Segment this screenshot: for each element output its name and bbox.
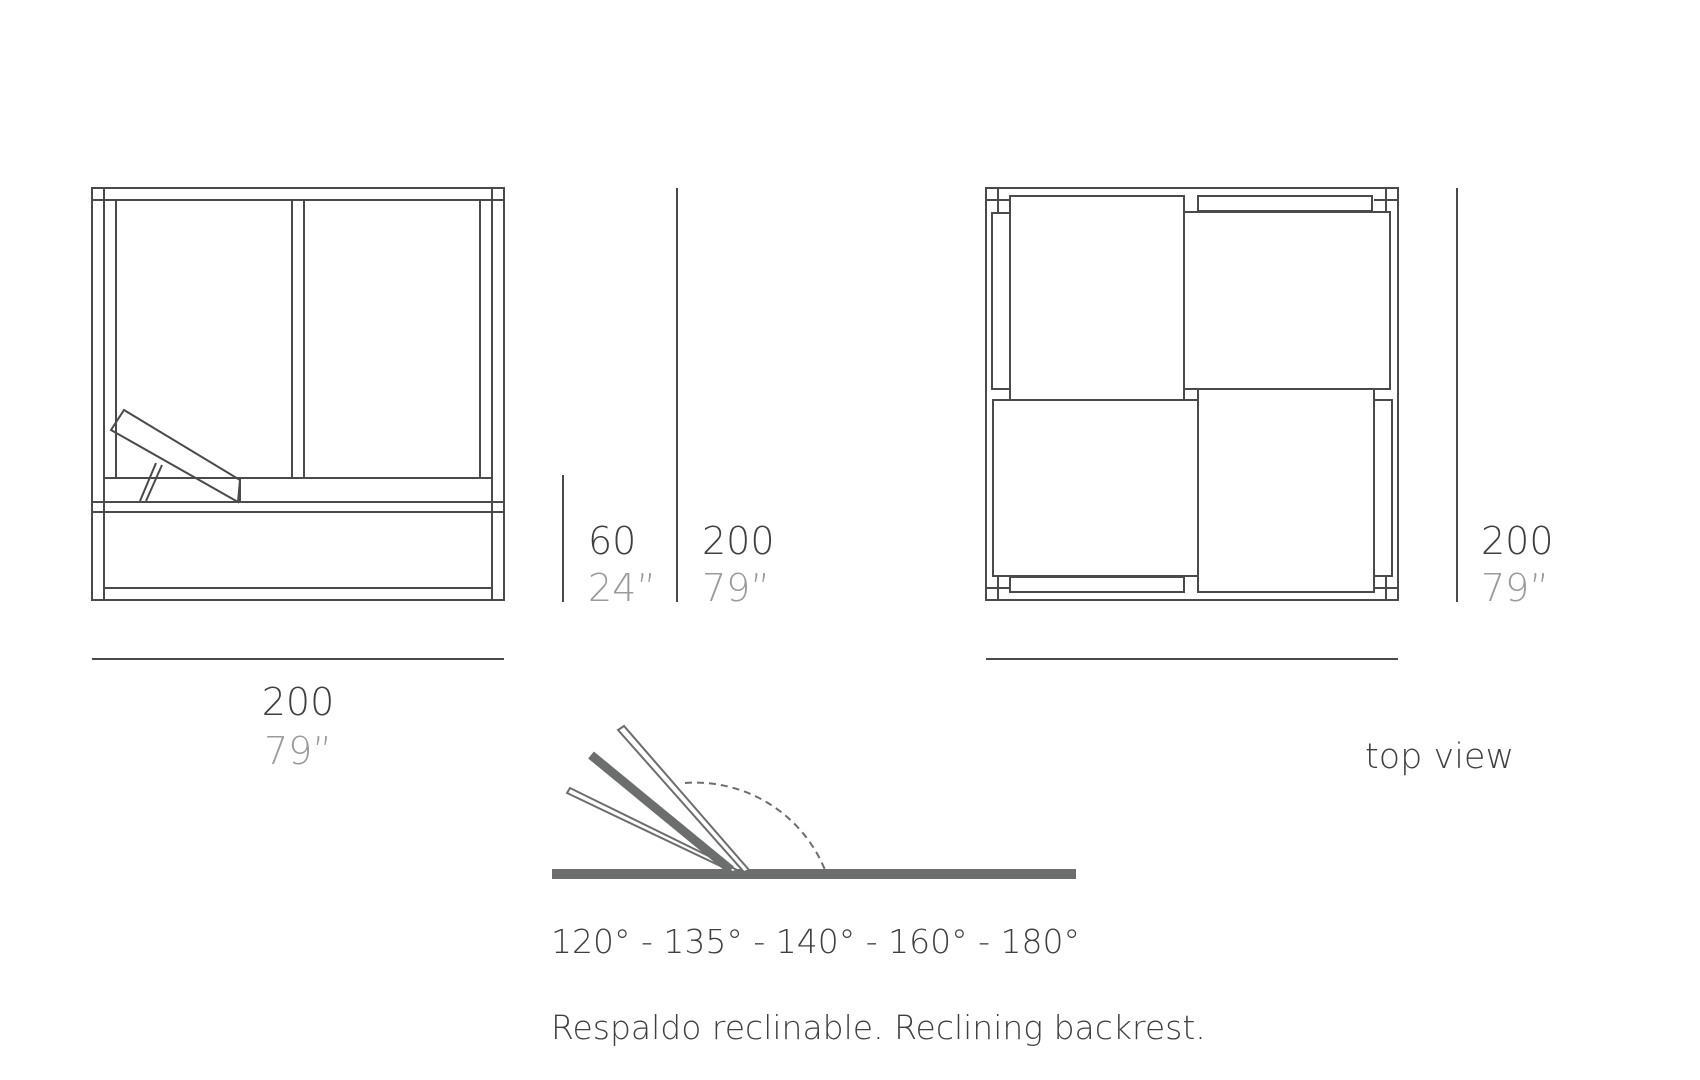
top-mattress-lower-left (992, 399, 1199, 577)
backrest-position-140 (616, 724, 751, 874)
top-depth-in: 79” (1481, 566, 1550, 610)
front-width-in: 79” (263, 729, 333, 773)
top-rail-upper-right (1197, 195, 1373, 212)
front-frame-outer (91, 187, 505, 601)
front-backrest (109, 408, 242, 504)
backrest-position-135 (588, 751, 734, 874)
top-view (985, 187, 1399, 601)
recline-angle-arc (684, 781, 826, 871)
front-backrest-strut-a (139, 462, 157, 502)
top-rail-lower-left (1009, 576, 1185, 593)
top-frame-outer (985, 187, 1399, 601)
top-right-rail-lower (1373, 399, 1393, 577)
top-left-rail-upper (991, 212, 1011, 390)
top-mattress-upper-right (1183, 211, 1391, 390)
top-mattress-lower-right (1197, 388, 1375, 593)
height-in: 79” (702, 566, 771, 610)
top-depth-cm: 200 (1481, 519, 1554, 563)
recline-caption: Respaldo reclinable. Reclining backrest. (551, 1008, 1206, 1047)
recline-diagram (552, 724, 1076, 879)
backrest-position-120 (565, 786, 740, 874)
front-view (91, 187, 505, 601)
recline-seat-bar (552, 869, 1076, 879)
front-backrest-strut-b (145, 464, 163, 502)
height-cm: 200 (702, 519, 775, 563)
top-view-label: top view (1365, 737, 1515, 777)
seat-height-cm: 60 (588, 519, 637, 563)
recline-angles: 120° - 135° - 140° - 160° - 180° (551, 922, 1080, 961)
front-width-cm: 200 (261, 680, 335, 724)
seat-height-in: 24” (588, 566, 657, 610)
top-mattress-upper-left (1009, 195, 1185, 401)
